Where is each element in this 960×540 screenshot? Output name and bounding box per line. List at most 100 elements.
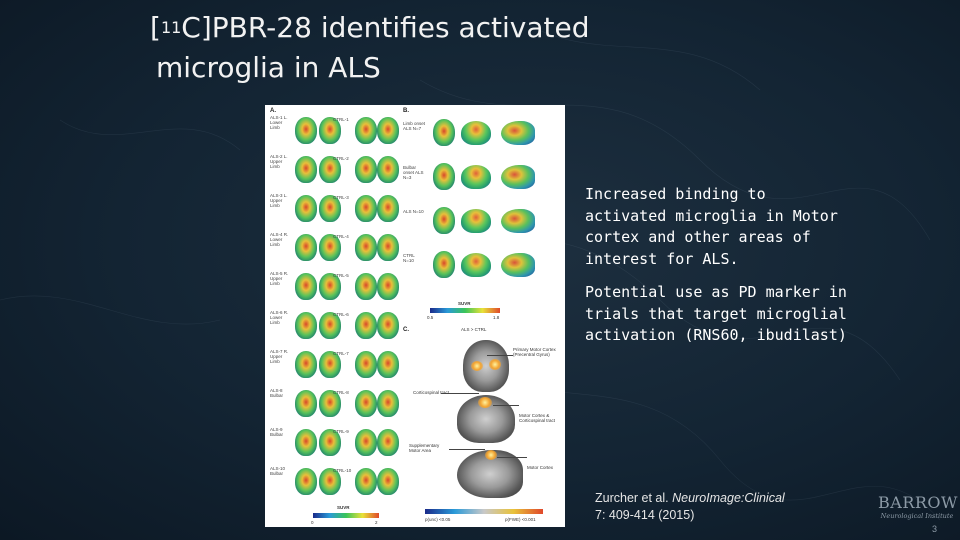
als-row-label: ALS-1 L. Lower Limb — [270, 115, 288, 130]
als-row-label: ALS-5 R. Upper Limb — [270, 271, 289, 286]
als-row-label: ALS-9 Bulbar — [270, 427, 284, 437]
ctrl-pet-slice — [377, 234, 399, 261]
contrast-label: ALS > CTRL — [461, 327, 487, 332]
group-coronal-slice — [461, 209, 491, 233]
annotation-corticospinal-tract: Corticospinal tract — [413, 390, 450, 395]
als-pet-slice — [319, 156, 341, 183]
als-pet-slice — [295, 156, 317, 183]
als-pet-slice — [295, 117, 317, 144]
annotation-line-1 — [487, 355, 513, 356]
group-coronal-slice — [461, 253, 491, 277]
als-pet-slice — [319, 351, 341, 378]
group-row-label: CTRL N=10 — [403, 253, 415, 263]
barrow-logo: BARROW Neurological Institute — [878, 493, 958, 521]
panel-c-label: C. — [403, 327, 409, 333]
group-axial-slice — [433, 207, 455, 234]
p-value-colorbar — [425, 509, 543, 514]
ctrl-row-label: CTRL-3 — [333, 195, 349, 200]
als-row-label: ALS-4 R. Lower Limb — [270, 232, 289, 247]
annotation-primary-motor-cortex: Primary Motor Cortex (Precentral Gyrus) — [513, 347, 556, 357]
citation-prefix: Zurcher et al. — [595, 491, 673, 505]
suvr-colorbar-a — [313, 513, 379, 518]
axial-hotspot-right — [489, 359, 501, 370]
ctrl-row-label: CTRL-4 — [333, 234, 349, 239]
als-pet-slice — [295, 468, 317, 495]
als-pet-slice — [295, 234, 317, 261]
ctrl-row-label: CTRL-10 — [333, 468, 352, 473]
als-row-label: ALS-2 L. Upper Limb — [270, 154, 288, 169]
ctrl-pet-slice — [377, 390, 399, 417]
slide-title: [11C]PBR-28 identifies activated microgl… — [150, 10, 670, 86]
suvr-min-b: 0.5 — [427, 315, 434, 320]
als-row-label: ALS-10 Bulbar — [270, 466, 286, 476]
annotation-line-5 — [497, 457, 527, 458]
ctrl-row-label: CTRL-5 — [333, 273, 349, 278]
als-pet-slice — [319, 312, 341, 339]
group-axial-slice — [433, 119, 455, 146]
ctrl-pet-slice — [355, 234, 377, 261]
p-value-left: p(unc) <0.05 — [425, 517, 451, 522]
ctrl-pet-slice — [377, 468, 399, 495]
ctrl-pet-slice — [377, 117, 399, 144]
annotation-line-4 — [449, 449, 485, 450]
suvr-colorbar-b — [430, 308, 500, 313]
annotation-line-2 — [441, 393, 479, 394]
group-sagittal-slice — [501, 165, 535, 189]
ctrl-pet-slice — [377, 195, 399, 222]
als-pet-slice — [319, 468, 341, 495]
group-axial-slice — [433, 163, 455, 190]
als-pet-slice — [295, 312, 317, 339]
annotation-motor-cortex-corticospinal: Motor Cortex & Corticospinal tract — [519, 413, 556, 423]
als-row-label: ALS-8 Bulbar — [270, 388, 284, 398]
ctrl-pet-slice — [377, 273, 399, 300]
bullet-2: Potential use as PD marker in trials tha… — [585, 283, 847, 344]
als-pet-slice — [295, 429, 317, 456]
ctrl-pet-slice — [355, 468, 377, 495]
p-value-right: p(FWE) <0.001 — [505, 517, 536, 522]
sagittal-hotspot — [485, 450, 497, 460]
ctrl-pet-slice — [377, 156, 399, 183]
annotation-line-3 — [493, 405, 519, 406]
als-pet-slice — [295, 195, 317, 222]
group-row-label: ALS N=10 — [403, 209, 424, 214]
ctrl-pet-slice — [355, 429, 377, 456]
als-pet-slice — [319, 273, 341, 300]
annotation-motor-cortex: Motor Cortex — [527, 465, 554, 470]
als-row-label: ALS-7 R. Upper Limb — [270, 349, 289, 364]
ctrl-row-label: CTRL-1 — [333, 117, 349, 122]
panel-b-label: B. — [403, 108, 409, 114]
als-pet-slice — [295, 351, 317, 378]
ctrl-pet-slice — [377, 429, 399, 456]
group-sagittal-slice — [501, 253, 535, 277]
mri-axial-slice — [463, 340, 509, 392]
group-sagittal-slice — [501, 209, 535, 233]
group-coronal-slice — [461, 165, 491, 189]
ctrl-pet-slice — [355, 273, 377, 300]
ctrl-row-label: CTRL-9 — [333, 429, 349, 434]
axial-hotspot-left — [471, 361, 483, 371]
bullet-1: Increased binding to activated microglia… — [585, 185, 838, 268]
suvr-label-a: SUVR — [337, 505, 350, 510]
title-isotope-superscript: 11 — [160, 18, 182, 37]
ctrl-pet-slice — [355, 351, 377, 378]
ctrl-row-label: CTRL-2 — [333, 156, 349, 161]
ctrl-pet-slice — [355, 195, 377, 222]
ctrl-pet-slice — [377, 351, 399, 378]
group-sagittal-slice — [501, 121, 535, 145]
suvr-max-a: 2 — [375, 520, 378, 525]
citation-journal: NeuroImage:Clinical — [672, 491, 785, 505]
title-line-2: microglia in ALS — [156, 51, 381, 84]
logo-name: BARROW — [878, 493, 958, 512]
ctrl-pet-slice — [355, 117, 377, 144]
citation-volume: 7: 409-414 (2015) — [595, 508, 695, 522]
title-bracket: [ — [150, 11, 161, 44]
ctrl-pet-slice — [355, 312, 377, 339]
als-row-label: ALS-3 L. Upper Limb — [270, 193, 288, 208]
citation: Zurcher et al. NeuroImage:Clinical 7: 40… — [595, 490, 835, 524]
page-number: 3 — [932, 524, 938, 534]
logo-subtitle: Neurological Institute — [880, 512, 954, 520]
als-row-label: ALS-6 R. Lower Limb — [270, 310, 289, 325]
ctrl-row-label: CTRL-6 — [333, 312, 349, 317]
panel-a-label: A. — [270, 108, 276, 114]
